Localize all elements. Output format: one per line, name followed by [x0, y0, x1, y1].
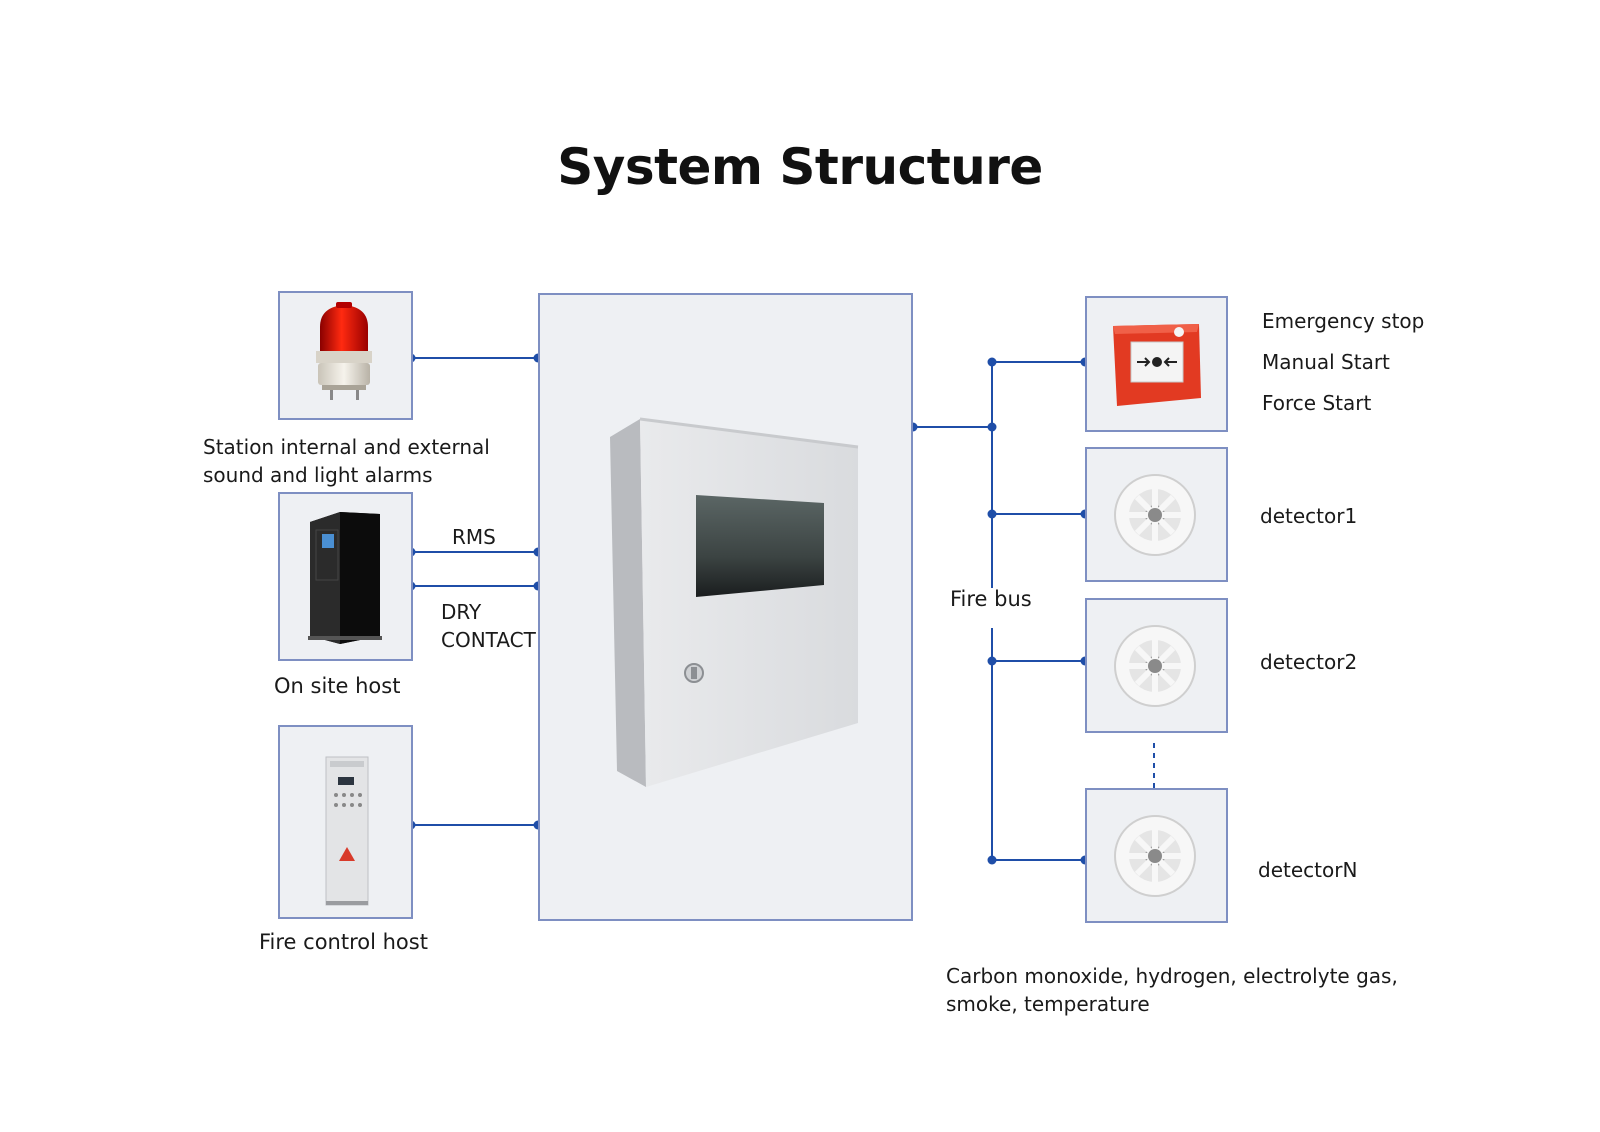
- alarm-beacon-icon: [316, 302, 372, 400]
- detection-note-line2: smoke, temperature: [946, 992, 1150, 1016]
- on-site-host-box: [278, 492, 413, 661]
- call-point-box: [1085, 296, 1228, 432]
- junction-dot: [987, 422, 997, 432]
- diagram-title: System Structure: [557, 138, 1043, 196]
- smoke-detector-icon: [1114, 625, 1196, 707]
- detector1-label: detector1: [1260, 504, 1358, 528]
- call-point-label-manual-start: Manual Start: [1262, 350, 1390, 374]
- junction-dot: [987, 656, 997, 666]
- fire-control-host-label: Fire control host: [259, 930, 428, 954]
- dry-contact-label-line2: CONTACT: [441, 628, 536, 652]
- junction-dot: [987, 855, 997, 865]
- fire-control-cabinet-icon: [325, 756, 369, 906]
- smoke-detector-icon: [1114, 474, 1196, 556]
- dry-contact-label-line1: DRY: [441, 600, 482, 624]
- call-point-label-force-start: Force Start: [1262, 391, 1372, 415]
- fire-bus-label: Fire bus: [950, 587, 1032, 611]
- detectorN-box: [1085, 788, 1228, 923]
- control-box-icon: [610, 417, 859, 787]
- smoke-detector-icon: [1114, 815, 1196, 897]
- rms-label: RMS: [452, 525, 496, 549]
- detection-note-line1: Carbon monoxide, hydrogen, electrolyte g…: [946, 964, 1398, 988]
- detector1-box: [1085, 447, 1228, 582]
- on-site-host-label: On site host: [274, 674, 401, 698]
- main-control-box: [538, 293, 913, 921]
- junction-dot: [987, 357, 997, 367]
- detector2-box: [1085, 598, 1228, 733]
- alarm-label-line1: Station internal and external: [203, 435, 490, 459]
- alarm-label-line2: sound and light alarms: [203, 463, 433, 487]
- fire-control-host-box: [278, 725, 413, 919]
- detectorN-label: detectorN: [1258, 858, 1358, 882]
- junction-dot: [987, 509, 997, 519]
- alarm-device-box: [278, 291, 413, 420]
- ups-cabinet-icon: [308, 512, 382, 644]
- detector2-label: detector2: [1260, 650, 1358, 674]
- manual-call-point-icon: [1113, 324, 1201, 406]
- call-point-label-emergency-stop: Emergency stop: [1262, 309, 1425, 333]
